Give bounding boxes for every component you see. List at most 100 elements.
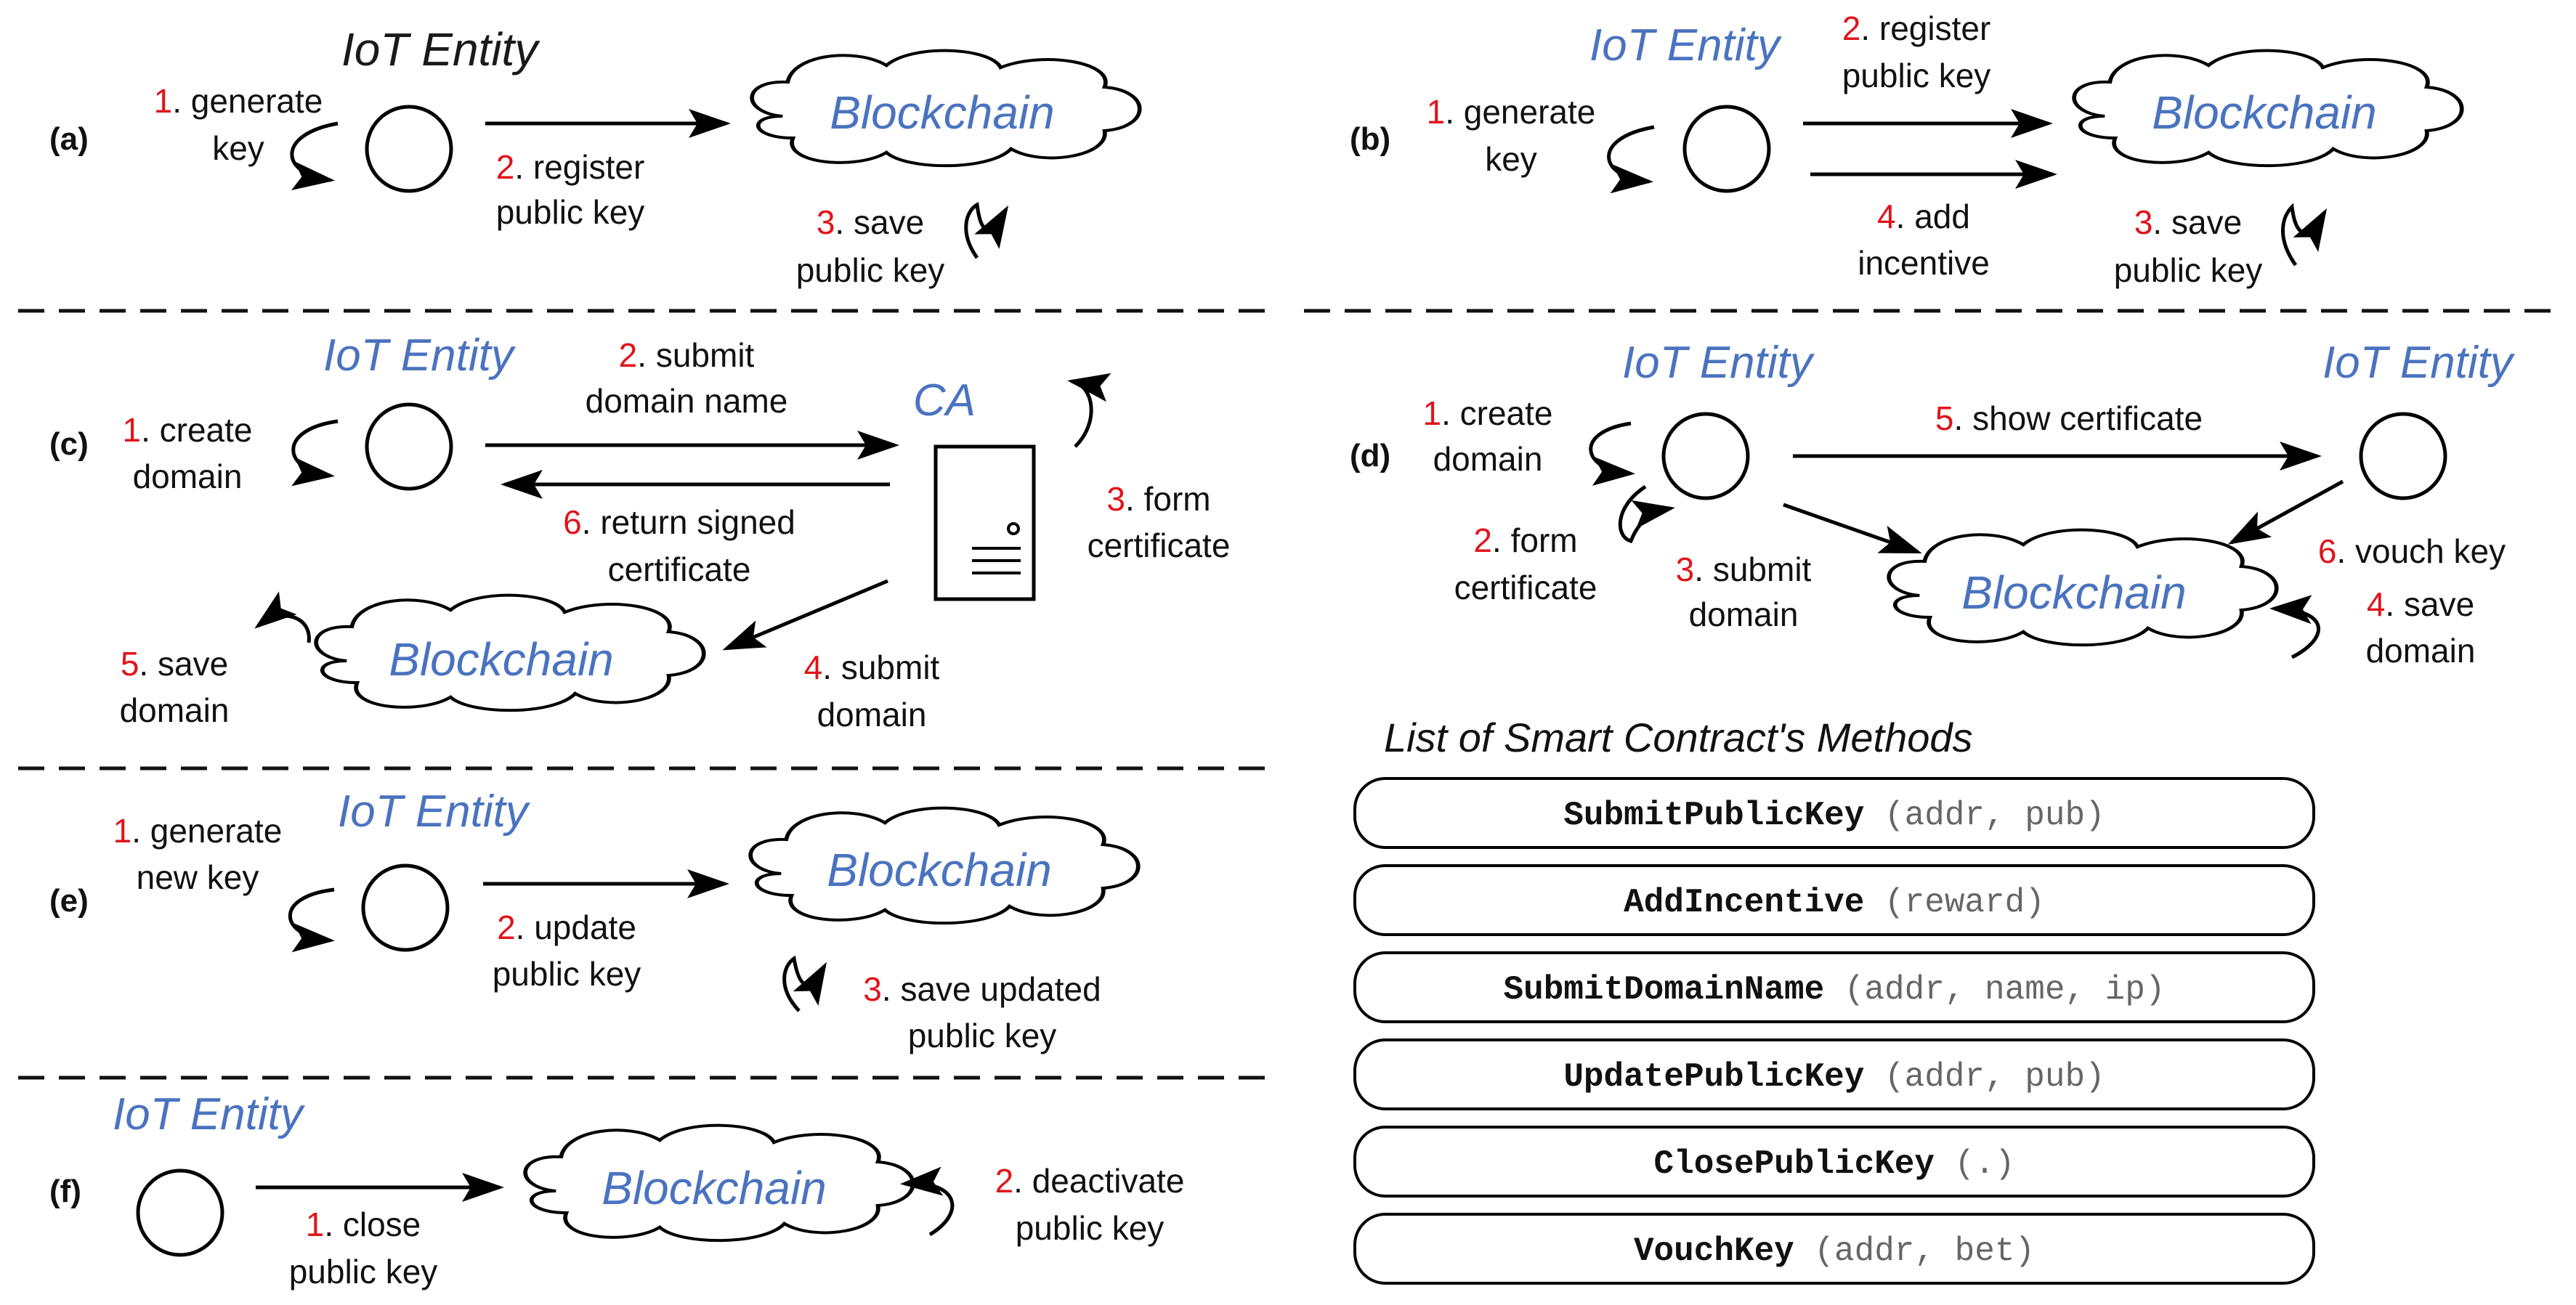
step-1-label: 1. generate — [1427, 93, 1596, 131]
step-3-label-line2: domain — [1689, 595, 1799, 633]
step-2-label: 2. form — [1473, 521, 1577, 559]
method-item: VouchKey (addr, bet) — [1353, 1213, 2315, 1285]
step-2-label-line2: certificate — [1454, 569, 1597, 606]
iot-entity-label: IoT Entity — [113, 1089, 306, 1139]
panel-label: (f) — [49, 1174, 81, 1209]
step-2-label: 2. register — [496, 148, 645, 186]
method-item: SubmitPublicKey (addr, pub) — [1353, 777, 2315, 849]
step-1-label: 1. create — [122, 411, 252, 449]
self-loop-arrow — [291, 419, 339, 487]
iot-entity-node — [1682, 105, 1771, 193]
step-3-label: 3. save — [817, 203, 924, 241]
step-3-label-line2: public key — [796, 251, 945, 289]
step-2-label-line2: public key — [493, 955, 641, 993]
panel-e: (e) IoT Entity 1. generate new key 2. up… — [49, 786, 1138, 1054]
step-5-label-line2: domain — [120, 691, 230, 729]
methods-list: List of Smart Contract's Methods SubmitP… — [1353, 715, 2315, 1285]
step-4-label: 4. submit — [804, 649, 940, 686]
self-loop-arrow — [290, 121, 339, 190]
step-4-label-line2: domain — [817, 696, 927, 733]
step-1-label: 1. create — [1422, 394, 1552, 432]
method-item: ClosePublicKey (.) — [1353, 1126, 2315, 1198]
iot-entity-2-node — [2359, 412, 2447, 500]
save-loop-arrow — [2281, 203, 2328, 267]
panel-label: (e) — [49, 883, 89, 919]
step-2-label-line2: domain name — [586, 382, 788, 420]
ca-server-icon — [933, 444, 1036, 601]
create-domain-loop-arrow — [1589, 421, 1635, 486]
method-item: SubmitDomainName (addr, name, ip) — [1353, 951, 2315, 1023]
step-1-label-line2: domain — [133, 458, 243, 495]
iot-entity-node — [365, 105, 453, 193]
step-3-label: 3. submit — [1676, 550, 1812, 588]
save-loop-arrow — [782, 955, 827, 1012]
step-2-label: 2. deactivate — [995, 1162, 1185, 1200]
step-1-label-line2: new key — [137, 858, 259, 896]
panel-label: (a) — [49, 121, 89, 157]
panel-label: (d) — [1350, 438, 1390, 473]
step-2-label: 2. update — [497, 908, 636, 946]
step-3-label-line2: certificate — [1087, 527, 1231, 564]
step-3-label-line2: public key — [2114, 251, 2263, 289]
step-3-label-line2: public key — [908, 1017, 1057, 1054]
panel-label: (c) — [49, 426, 89, 462]
form-certificate-loop-arrow — [1618, 484, 1675, 543]
blockchain-label: Blockchain — [389, 633, 614, 686]
iot-entity-node — [1661, 412, 1750, 500]
step-4-label-line2: incentive — [1858, 244, 1990, 282]
method-item: UpdatePublicKey (addr, pub) — [1353, 1038, 2315, 1110]
iot-entity-label: IoT Entity — [341, 23, 540, 76]
step-1-label-line2b: key — [1485, 140, 1537, 178]
step-5-label: 5. save — [121, 645, 228, 683]
method-text: AddIncentive (reward) — [1624, 884, 2045, 922]
blockchain-label: Blockchain — [1961, 566, 2187, 619]
blockchain-label: Blockchain — [827, 844, 1052, 896]
method-text: SubmitDomainName (addr, name, ip) — [1504, 971, 2166, 1009]
blockchain-label: Blockchain — [2152, 86, 2377, 139]
panel-d: (d) IoT Entity 1. create domain 2. form … — [1350, 338, 2516, 670]
step-6-label-line2: certificate — [608, 550, 751, 588]
submit-domain-arrow — [1783, 503, 1922, 554]
step-6-label: 6. vouch key — [2318, 532, 2506, 570]
blockchain-label: Blockchain — [830, 86, 1055, 139]
step-3-label: 3. form — [1106, 480, 1210, 518]
iot-entity-node — [361, 863, 450, 952]
step-2-label: 2. submit — [619, 336, 755, 374]
iot-entity-label: IoT Entity — [1622, 338, 1815, 388]
panel-f: (f) IoT Entity 1. close public key Block… — [49, 1089, 1184, 1290]
step-2-label-line2: public key — [1016, 1209, 1165, 1247]
iot-entity-node — [136, 1168, 224, 1257]
save-loop-arrow — [964, 202, 1009, 259]
ca-label: CA — [913, 375, 976, 426]
iot-entity-2-label: IoT Entity — [2322, 338, 2516, 388]
form-certificate-loop-arrow — [1067, 373, 1111, 448]
step-1-label: 1. close — [306, 1206, 421, 1243]
self-loop-arrow — [288, 887, 335, 953]
step-2-label-line2: public key — [1842, 57, 1991, 94]
step-4-label: 4. add — [1877, 198, 1970, 235]
panel-a: (a) IoT Entity 1. generate key 2. regist… — [49, 23, 1140, 289]
step-1-label: 1. generate — [154, 82, 323, 120]
step-1-label-line2: key — [212, 129, 264, 167]
deactivate-loop-arrow — [900, 1166, 955, 1237]
step-1-label-line2: public key — [289, 1253, 438, 1290]
blockchain-label: Blockchain — [602, 1162, 827, 1214]
step-5-label: 5. show certificate — [1935, 399, 2203, 437]
step-1-label-line2: domain — [1433, 440, 1543, 478]
panel-label: (b) — [1350, 121, 1390, 157]
method-text: VouchKey (addr, bet) — [1634, 1232, 2035, 1270]
method-text: SubmitPublicKey (addr, pub) — [1563, 797, 2105, 834]
methods-title: List of Smart Contract's Methods — [1384, 715, 1973, 760]
step-3-label: 3. save updated — [863, 970, 1101, 1008]
save-domain-loop-arrow — [254, 591, 311, 643]
method-text: ClosePublicKey (.) — [1654, 1145, 2015, 1183]
panel-c: (c) IoT Entity 1. create domain 2. submi… — [49, 330, 1230, 733]
iot-entity-label: IoT Entity — [1589, 20, 1783, 70]
method-item: AddIncentive (reward) — [1353, 864, 2315, 936]
iot-entity-node — [365, 402, 453, 491]
save-domain-loop-arrow — [2269, 595, 2320, 659]
step-2-label-line2: public key — [496, 193, 645, 231]
panel-b: (b) IoT Entity 1. generate register key … — [1350, 9, 2462, 289]
self-loop-arrow — [1607, 125, 1655, 194]
